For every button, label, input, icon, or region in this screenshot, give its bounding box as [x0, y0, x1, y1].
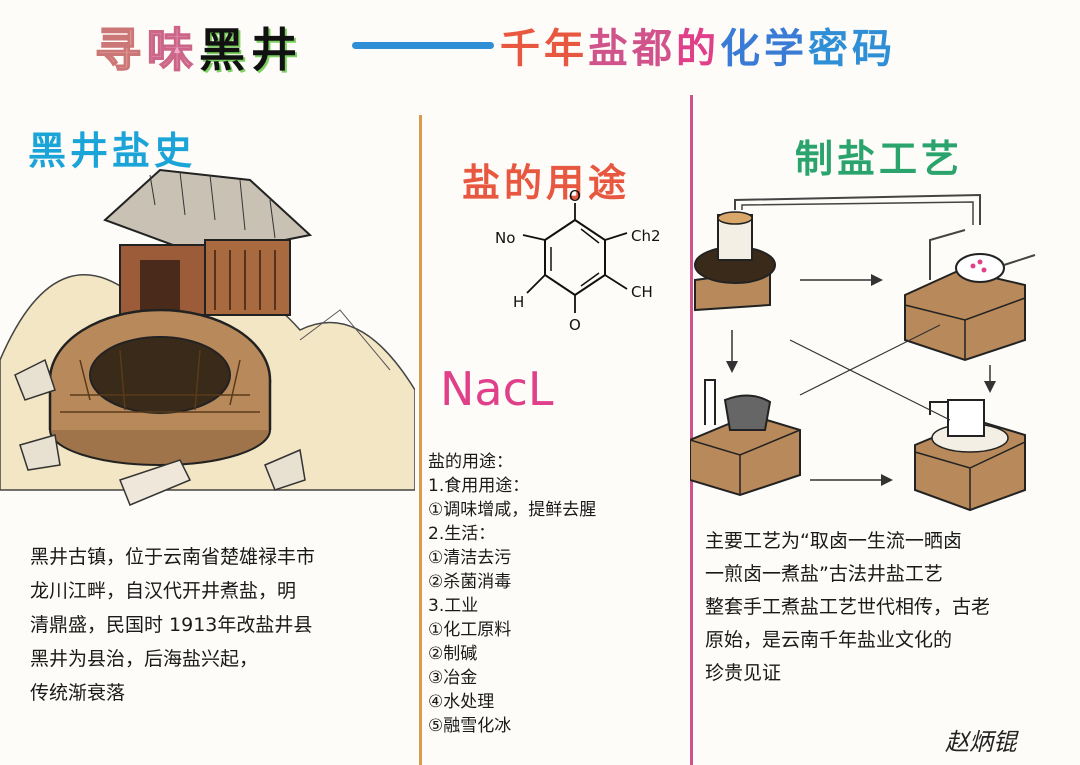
- molecule-label: CH: [631, 283, 653, 301]
- title-char: 学: [764, 26, 808, 72]
- history-line: 黑井为县治，后海盐兴起，: [30, 648, 259, 670]
- process-line: 原始，是云南千年盐业文化的: [705, 629, 953, 651]
- history-title: 黑井盐史: [28, 129, 197, 173]
- title-char: 年: [544, 26, 588, 72]
- uses-title: 盐的用途: [462, 161, 631, 205]
- uses-item: ①调味增咸，提鲜去腥: [428, 500, 597, 520]
- uses-item: 1.食用用途：: [428, 476, 530, 496]
- history-line: 传统渐衰落: [30, 682, 126, 704]
- title-char: 寻: [94, 22, 147, 78]
- molecule-structure: No O Ch2 CH H O: [495, 187, 661, 334]
- title-char: 的: [676, 26, 720, 72]
- uses-item: ②制碱: [428, 644, 478, 664]
- uses-item: 盐的用途：: [428, 452, 513, 472]
- uses-item: ①清洁去污: [428, 548, 512, 568]
- uses-item: ①化工原料: [428, 620, 512, 640]
- molecule-label: No: [495, 229, 515, 247]
- process-line: 珍贵见证: [705, 662, 782, 684]
- title-char: 码: [852, 26, 896, 72]
- process-title: 制盐工艺: [795, 137, 964, 181]
- title-char: 黑: [199, 23, 251, 77]
- salt-well-illustration: [0, 168, 415, 506]
- title-char: 密: [808, 26, 852, 72]
- title-char: 化: [720, 26, 764, 72]
- column-divider: [690, 95, 693, 765]
- main-title-left: 寻味黑井: [94, 14, 303, 80]
- uses-item: ④水处理: [428, 692, 495, 712]
- uses-item: ③冶金: [428, 668, 478, 688]
- main-title-right: 千年盐都的化学密码: [500, 16, 896, 74]
- molecule-label: O: [569, 316, 581, 334]
- title-char: 盐: [588, 26, 632, 72]
- title-char: 井: [251, 23, 303, 77]
- uses-item: 2.生活：: [428, 524, 496, 544]
- process-line: 一煎卤一煮盐”古法井盐工艺: [705, 563, 943, 585]
- title-dash: [352, 42, 494, 49]
- process-line: 整套手工煮盐工艺世代相传，古老: [705, 596, 991, 618]
- uses-list: 盐的用途： 1.食用用途： ①调味增咸，提鲜去腥 2.生活： ①清洁去污 ②杀菌…: [428, 450, 688, 738]
- history-text: 黑井古镇，位于云南省楚雄禄丰市 龙川江畔，自汉代开井煮盐，明 清鼎盛，民国时 1…: [30, 540, 415, 710]
- uses-item: ⑤融雪化冰: [428, 716, 512, 736]
- history-line: 黑井古镇，位于云南省楚雄禄丰市: [30, 546, 316, 568]
- salt-process-diagram: [690, 193, 1036, 512]
- title-char: 千: [500, 26, 544, 72]
- molecule-label: Ch2: [631, 227, 661, 245]
- title-char: 味: [146, 22, 199, 78]
- signature: 赵炳锟: [945, 728, 1017, 756]
- uses-item: 3.工业: [428, 596, 479, 616]
- column-divider: [419, 115, 422, 765]
- molecule-label: O: [569, 187, 581, 205]
- molecule-label: H: [513, 293, 524, 311]
- process-text: 主要工艺为“取卤一生流一晒卤 一煎卤一煮盐”古法井盐工艺 整套手工煮盐工艺世代相…: [705, 525, 1075, 690]
- history-line: 龙川江畔，自汉代开井煮盐，明: [30, 580, 297, 602]
- history-line: 清鼎盛，民国时 1913年改盐井县: [30, 614, 313, 636]
- title-char: 都: [632, 26, 676, 72]
- uses-item: ②杀菌消毒: [428, 572, 512, 592]
- formula-nacl: NacL: [440, 362, 554, 416]
- process-line: 主要工艺为“取卤一生流一晒卤: [705, 530, 962, 552]
